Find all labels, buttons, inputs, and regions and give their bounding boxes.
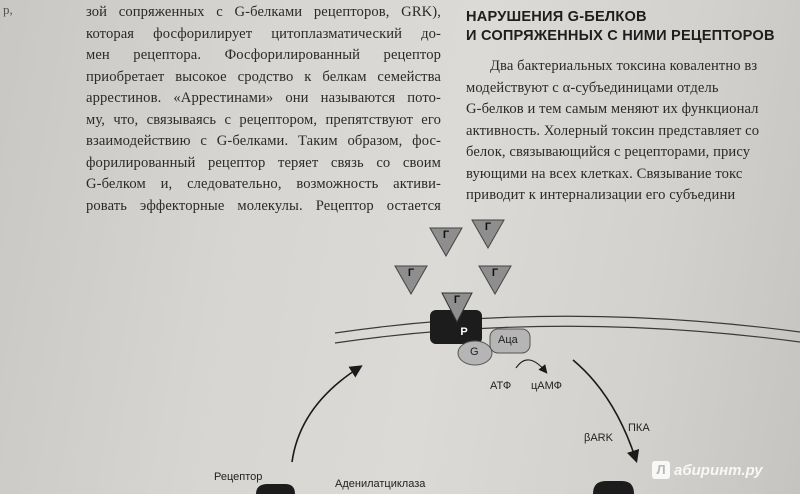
text-line: G-белком и, следовательно, возможность а… [86, 176, 441, 192]
receptor-label: Рецептор [214, 471, 263, 483]
section-heading: НАРУШЕНИЯ G-БЕЛКОВ И СОПРЯЖЕННЫХ С НИМИ … [466, 8, 800, 46]
watermark: Л абиринт.ру [652, 461, 763, 479]
ligand-label: Г [407, 267, 415, 279]
text-line: мен рецептора. Фосфорилированный рецепто… [86, 47, 441, 63]
pka-label: ПКА [628, 422, 650, 434]
g-protein-shape [457, 340, 493, 366]
barc-arrow [572, 359, 640, 464]
text-line: активность. Холерный токсин представляет… [466, 122, 760, 139]
camp-label: цАМФ [531, 380, 563, 392]
text-line: форилированный рецептор теряет связь со … [86, 154, 441, 171]
ligand-triangle [471, 219, 505, 250]
corner-mark: р, [3, 2, 13, 17]
text-line: Два бактериальных токсина ковалентно вз [490, 58, 758, 74]
text-line: модействуют с α-субъединицами отдель [466, 79, 719, 96]
text-line: му, что, связываясь с рецептором, препят… [86, 111, 441, 128]
text-line: вующими на всех клетках. Связывание токс [466, 165, 743, 182]
left-column: зой сопряженных с G-белками рецепторов, … [86, 2, 441, 217]
ligand-label: Г [442, 229, 450, 241]
right-column: НАРУШЕНИЯ G-БЕЛКОВ И СОПРЯЖЕННЫХ С НИМИ … [466, 8, 800, 207]
ligand-label: Г [484, 221, 492, 233]
text-line: G-белков и тем самым меняют их функциона… [466, 101, 759, 117]
adenylyl-cyclase-label: Аца [498, 334, 518, 346]
beta-ark-label: βARK [584, 432, 613, 444]
ligand-triangle [429, 227, 463, 258]
heading-line: НАРУШЕНИЯ G-БЕЛКОВ [466, 9, 647, 25]
watermark-text: абиринт.ру [674, 461, 763, 479]
text-line: ровать эффекторные молекулы. Рецептор ос… [86, 197, 441, 214]
right-paragraph: Два бактериальных токсина ковалентно вз … [466, 56, 800, 207]
text-line: аррестинов. «Аррестинами» они называются… [86, 90, 441, 106]
adenylyl-cyclase-shape [489, 328, 531, 354]
heading-line: И СОПРЯЖЕННЫХ С НИМИ РЕЦЕПТОРОВ [466, 28, 775, 44]
atp-camp-arrow [515, 359, 548, 374]
left-paragraph: зой сопряженных с G-белками рецепторов, … [86, 2, 441, 217]
bound-ligand-triangle [441, 292, 473, 324]
receptor-arrow [291, 365, 363, 463]
text-line: взаимодействию с G-белками. Таким образо… [86, 133, 441, 149]
ligand-label: Г [453, 294, 461, 306]
bottom-right-shape [593, 481, 634, 494]
phosphate-label: P [460, 326, 468, 338]
adenylatcyclase-label: Аденилатциклаза [335, 478, 426, 490]
ligand-triangle [394, 265, 428, 296]
atp-label: АТФ [490, 380, 512, 392]
bottom-left-shape [256, 484, 295, 494]
text-line: зой сопряженных с G-белками рецепторов, … [86, 4, 441, 20]
membrane-outer [334, 315, 800, 334]
text-line: приобретает высокое сродство к белкам се… [86, 68, 441, 85]
labirint-logo-icon: Л [652, 461, 670, 479]
g-protein-label: G [470, 346, 479, 358]
text-line: которая фосфорилирует цитоплазматический… [86, 25, 441, 42]
ligand-label: Г [491, 267, 499, 279]
ligand-triangle [478, 265, 512, 296]
membrane-inner [334, 325, 800, 344]
text-line: приводит к интернализации его субъедини [466, 187, 736, 203]
receptor-body [430, 310, 482, 344]
text-line: белок, связывающийся с рецепторами, прис… [466, 144, 751, 160]
